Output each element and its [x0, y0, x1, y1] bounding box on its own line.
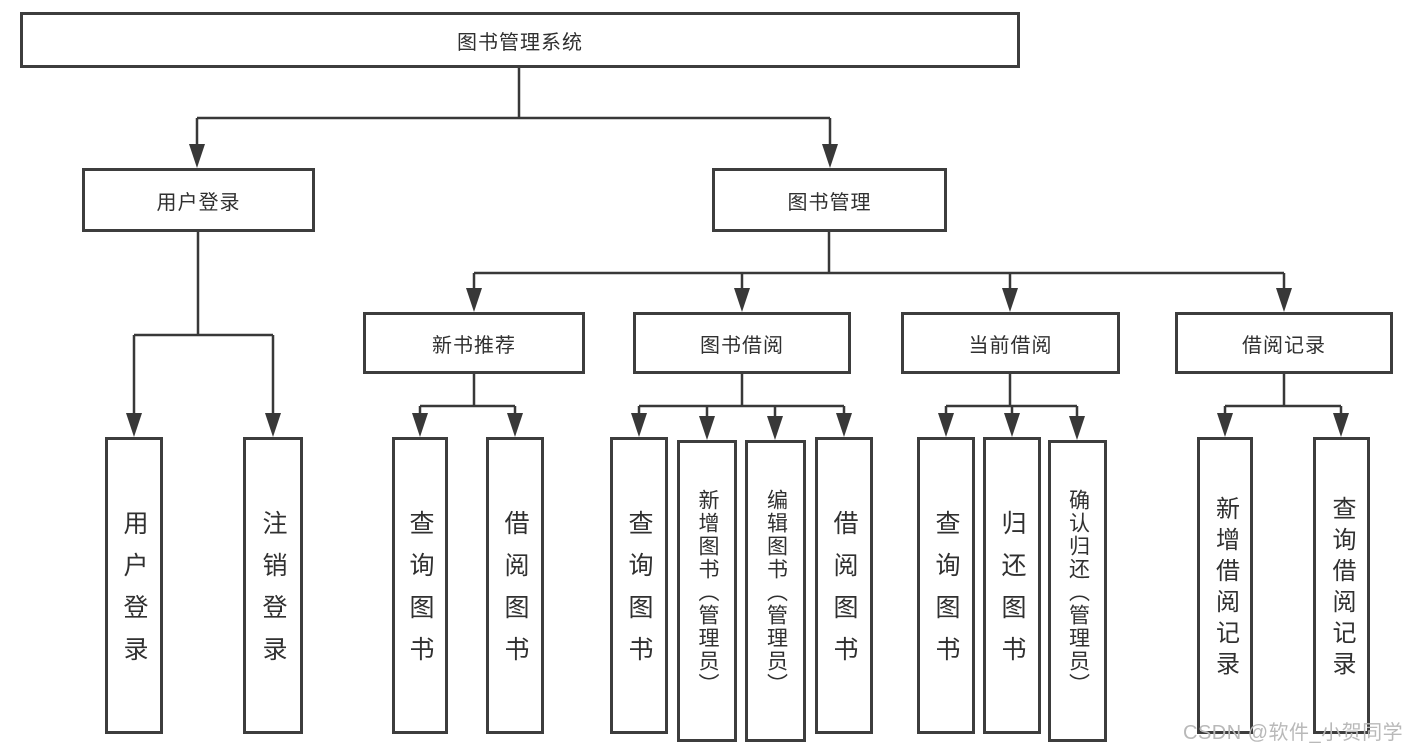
- leaf-query-books-recommend-label: 查询图书: [406, 510, 434, 678]
- node-book-management-label: 图书管理: [787, 191, 872, 214]
- leaf-add-books-admin: 新增图书（管理员）: [677, 440, 737, 742]
- leaf-user-login: 用户登录: [105, 437, 163, 734]
- node-root-label: 图书管理系统: [457, 31, 583, 54]
- node-borrow-records: 借阅记录: [1175, 312, 1393, 374]
- node-root: 图书管理系统: [20, 12, 1020, 68]
- leaf-add-borrow-record: 新增借阅记录: [1197, 437, 1253, 734]
- leaf-borrow-books: 借阅图书: [815, 437, 873, 734]
- node-new-book-recommend-label: 新书推荐: [432, 334, 516, 357]
- leaf-edit-books-admin-label: 编辑图书（管理员）: [764, 488, 788, 696]
- node-new-book-recommend: 新书推荐: [363, 312, 585, 374]
- leaf-query-books-current: 查询图书: [917, 437, 975, 734]
- leaf-add-books-admin-label: 新增图书（管理员）: [696, 488, 719, 696]
- leaf-confirm-return-admin-label: 确认归还（管理员）: [1066, 488, 1090, 696]
- node-book-borrow: 图书借阅: [633, 312, 851, 374]
- node-current-borrow: 当前借阅: [901, 312, 1120, 374]
- connector-paths: [132, 66, 1343, 420]
- leaf-query-borrow-record-label: 查询借阅记录: [1328, 496, 1355, 682]
- leaf-logout: 注销登录: [243, 437, 303, 734]
- leaf-return-books-label: 归还图书: [998, 510, 1026, 678]
- leaf-add-borrow-record-label: 新增借阅记录: [1211, 496, 1239, 682]
- leaf-query-borrow-record: 查询借阅记录: [1313, 437, 1370, 734]
- leaf-user-login-label: 用户登录: [120, 510, 148, 678]
- node-book-management: 图书管理: [712, 168, 947, 232]
- leaf-query-books-borrow-label: 查询图书: [625, 510, 653, 678]
- node-borrow-records-label: 借阅记录: [1242, 334, 1326, 357]
- leaf-borrow-books-recommend-label: 借阅图书: [501, 510, 529, 678]
- csdn-watermark: CSDN @软件_小贺同学: [1183, 722, 1404, 744]
- leaf-borrow-books-recommend: 借阅图书: [486, 437, 544, 734]
- node-book-borrow-label: 图书借阅: [700, 334, 784, 357]
- leaf-query-books-current-label: 查询图书: [932, 510, 960, 678]
- node-user-login: 用户登录: [82, 168, 315, 232]
- node-current-borrow-label: 当前借阅: [968, 334, 1053, 357]
- leaf-query-books-borrow: 查询图书: [610, 437, 668, 734]
- leaf-logout-label: 注销登录: [259, 510, 287, 678]
- arrowheads: [126, 144, 1349, 440]
- node-user-login-label: 用户登录: [156, 191, 241, 214]
- leaf-return-books: 归还图书: [983, 437, 1041, 734]
- leaf-edit-books-admin: 编辑图书（管理员）: [745, 440, 806, 742]
- leaf-query-books-recommend: 查询图书: [392, 437, 448, 734]
- leaf-borrow-books-label: 借阅图书: [830, 510, 858, 678]
- leaf-confirm-return-admin: 确认归还（管理员）: [1048, 440, 1107, 742]
